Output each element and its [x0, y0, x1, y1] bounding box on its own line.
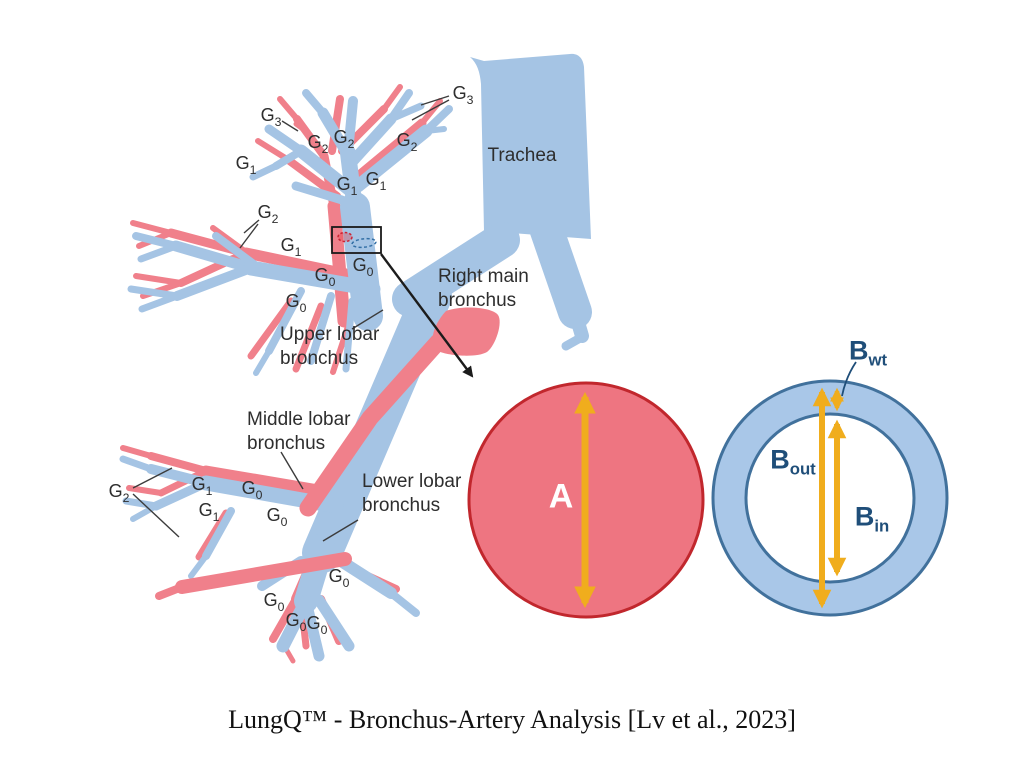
- generation-label: G2: [307, 132, 329, 156]
- generation-label: G0: [241, 478, 263, 502]
- bronchus-wall-thickness-label: Bwt: [848, 335, 888, 370]
- bronchus-ring-figure: [711, 361, 949, 617]
- artery-tree-front: [155, 307, 500, 600]
- artery-cross-section: [337, 231, 353, 243]
- generation-label: G1: [198, 500, 220, 524]
- generation-label: G1: [336, 174, 358, 198]
- generation-label: G0: [285, 291, 307, 315]
- generation-label: G3: [260, 105, 282, 129]
- bronchus-outer-diameter-label: Bout: [770, 444, 816, 479]
- generation-label: G0: [306, 613, 328, 637]
- generation-label: G2: [257, 202, 279, 226]
- generation-label: G1: [280, 235, 302, 259]
- bronchus-cross-section: [351, 237, 377, 249]
- right-main-bronchus-label: Right main bronchus: [438, 266, 529, 311]
- bronchus-tree: [119, 53, 592, 662]
- leader-lines: [132, 95, 450, 542]
- wall-thickness-leader: [841, 361, 857, 397]
- generation-label: G1: [191, 474, 213, 498]
- figure-caption: LungQ™ - Bronchus-Artery Analysis [Lv et…: [228, 705, 796, 734]
- generation-label: G2: [333, 127, 355, 151]
- generation-label: G1: [235, 153, 257, 177]
- trachea-label: Trachea: [487, 145, 557, 167]
- generation-label: G2: [108, 481, 130, 505]
- generation-label: G0: [352, 255, 374, 279]
- bronchus-inner-diameter-label: Bin: [854, 501, 890, 536]
- inset-rectangle: [331, 226, 382, 254]
- generation-label: G1: [365, 169, 387, 193]
- artery-patch: [432, 307, 500, 356]
- lower-lobar-bronchus-label: Lower lobar bronchus: [362, 471, 462, 516]
- generation-label: G0: [263, 590, 285, 614]
- artery-diameter-figure: [467, 381, 705, 619]
- generation-label: G0: [285, 610, 307, 634]
- generation-label: G2: [396, 130, 418, 154]
- generation-label: G0: [266, 505, 288, 529]
- generation-label: G0: [328, 566, 350, 590]
- artery-diameter-label: A: [548, 477, 574, 516]
- generation-label: G3: [452, 83, 474, 107]
- pointer-arrow: [380, 253, 474, 378]
- generation-label: G0: [314, 265, 336, 289]
- trachea-shape: [470, 53, 591, 240]
- bronchus-inner-circle: [744, 412, 916, 584]
- middle-lobar-bronchus-label: Middle lobar bronchus: [247, 409, 351, 454]
- upper-lobar-bronchus-label: Upper lobar bronchus: [280, 324, 380, 369]
- cross-section-inset: [331, 226, 474, 378]
